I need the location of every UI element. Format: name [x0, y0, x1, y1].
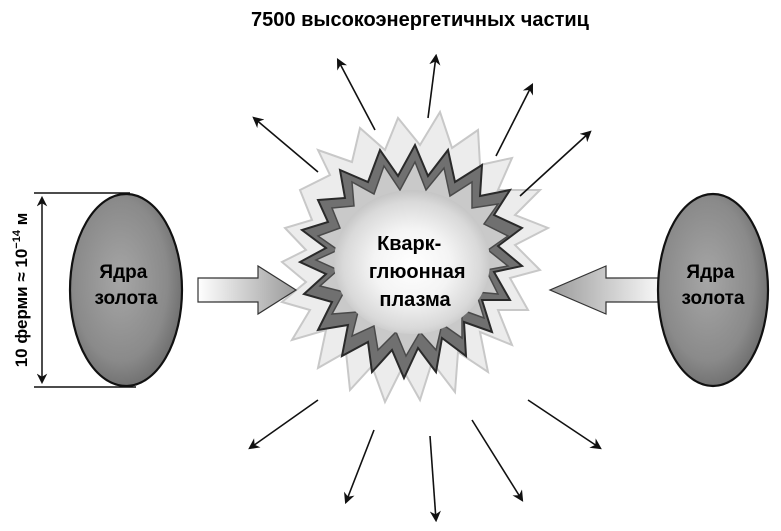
plasma-label-line3: плазма	[379, 289, 451, 311]
plasma-label-line2: глюонная	[369, 261, 466, 283]
right-gold-nucleus	[656, 192, 770, 388]
particle-arrow-icon	[248, 399, 319, 450]
left-collision-block-arrow-icon	[197, 264, 298, 316]
plasma-label-line1: Кварк-	[377, 233, 441, 255]
particle-arrows	[248, 53, 602, 523]
particle-arrow-icon	[471, 419, 524, 502]
left-gold-nucleus	[68, 192, 184, 388]
left-nucleus-label-line2: золота	[95, 288, 158, 309]
right-collision-block-arrow-icon	[548, 265, 669, 315]
particle-arrow-icon	[527, 399, 602, 450]
right-nucleus-label-line1: Ядра	[686, 262, 734, 283]
dimension-label-exponent: −14	[11, 229, 23, 249]
particle-arrow-icon	[252, 116, 319, 173]
particle-arrow-icon	[427, 53, 441, 119]
left-nucleus-label-line1: Ядра	[99, 262, 147, 283]
plasma-label: Кварк- глюонная плазма	[369, 233, 471, 311]
particle-arrow-icon	[429, 435, 441, 523]
right-nucleus-label: Ядра золота	[682, 262, 745, 309]
dimension-label-unit: м	[12, 213, 31, 230]
right-nucleus-label-line2: золота	[682, 288, 745, 309]
dimension-label-main: 10 ферми ≈ 10	[12, 249, 31, 368]
dimension-bracket	[34, 192, 136, 388]
particle-arrow-icon	[519, 130, 592, 197]
diagram-title: 7500 высокоэнергетичных частиц	[251, 9, 590, 31]
particle-arrow-icon	[336, 58, 376, 131]
plasma-core	[334, 190, 490, 334]
dimension-label: 10 ферми ≈ 10−14 м	[11, 213, 31, 368]
particle-arrow-icon	[344, 429, 375, 505]
particle-arrow-icon	[495, 83, 534, 157]
left-nucleus-label: Ядра золота	[95, 262, 158, 309]
